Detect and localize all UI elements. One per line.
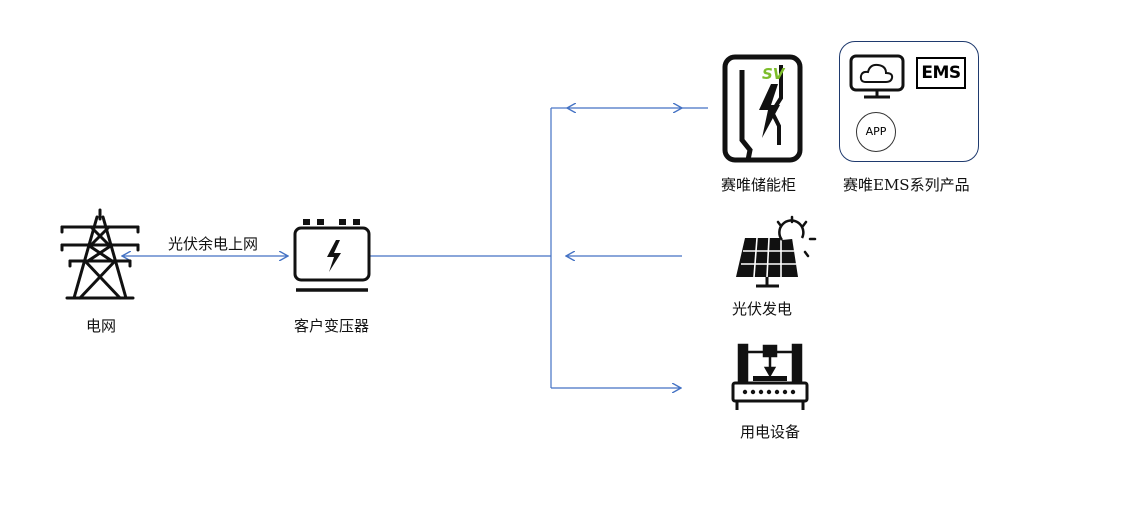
connector-lines — [122, 108, 708, 388]
ems-product-box: EMS APP — [839, 41, 979, 162]
app-badge: APP — [856, 112, 896, 152]
pv-label: 光伏发电 — [732, 300, 793, 318]
load-label: 用电设备 — [740, 423, 801, 441]
grid-label: 电网 — [86, 317, 117, 335]
load-equipment-icon — [731, 343, 809, 410]
solar-panel-icon — [736, 215, 817, 288]
ems-label: 赛唯EMS系列产品 — [843, 176, 970, 194]
cloud-monitor-icon — [849, 54, 905, 99]
storage-cabinet-icon: SV — [722, 54, 803, 163]
storage-logo-text: SV — [762, 65, 786, 83]
storage-label: 赛唯储能柜 — [721, 176, 797, 194]
transformer-label: 客户变压器 — [294, 317, 370, 335]
transformer-icon — [293, 219, 371, 292]
edge-label: 光伏余电上网 — [168, 235, 259, 253]
ems-badge: EMS — [916, 57, 966, 89]
transmission-tower-icon — [60, 208, 140, 300]
